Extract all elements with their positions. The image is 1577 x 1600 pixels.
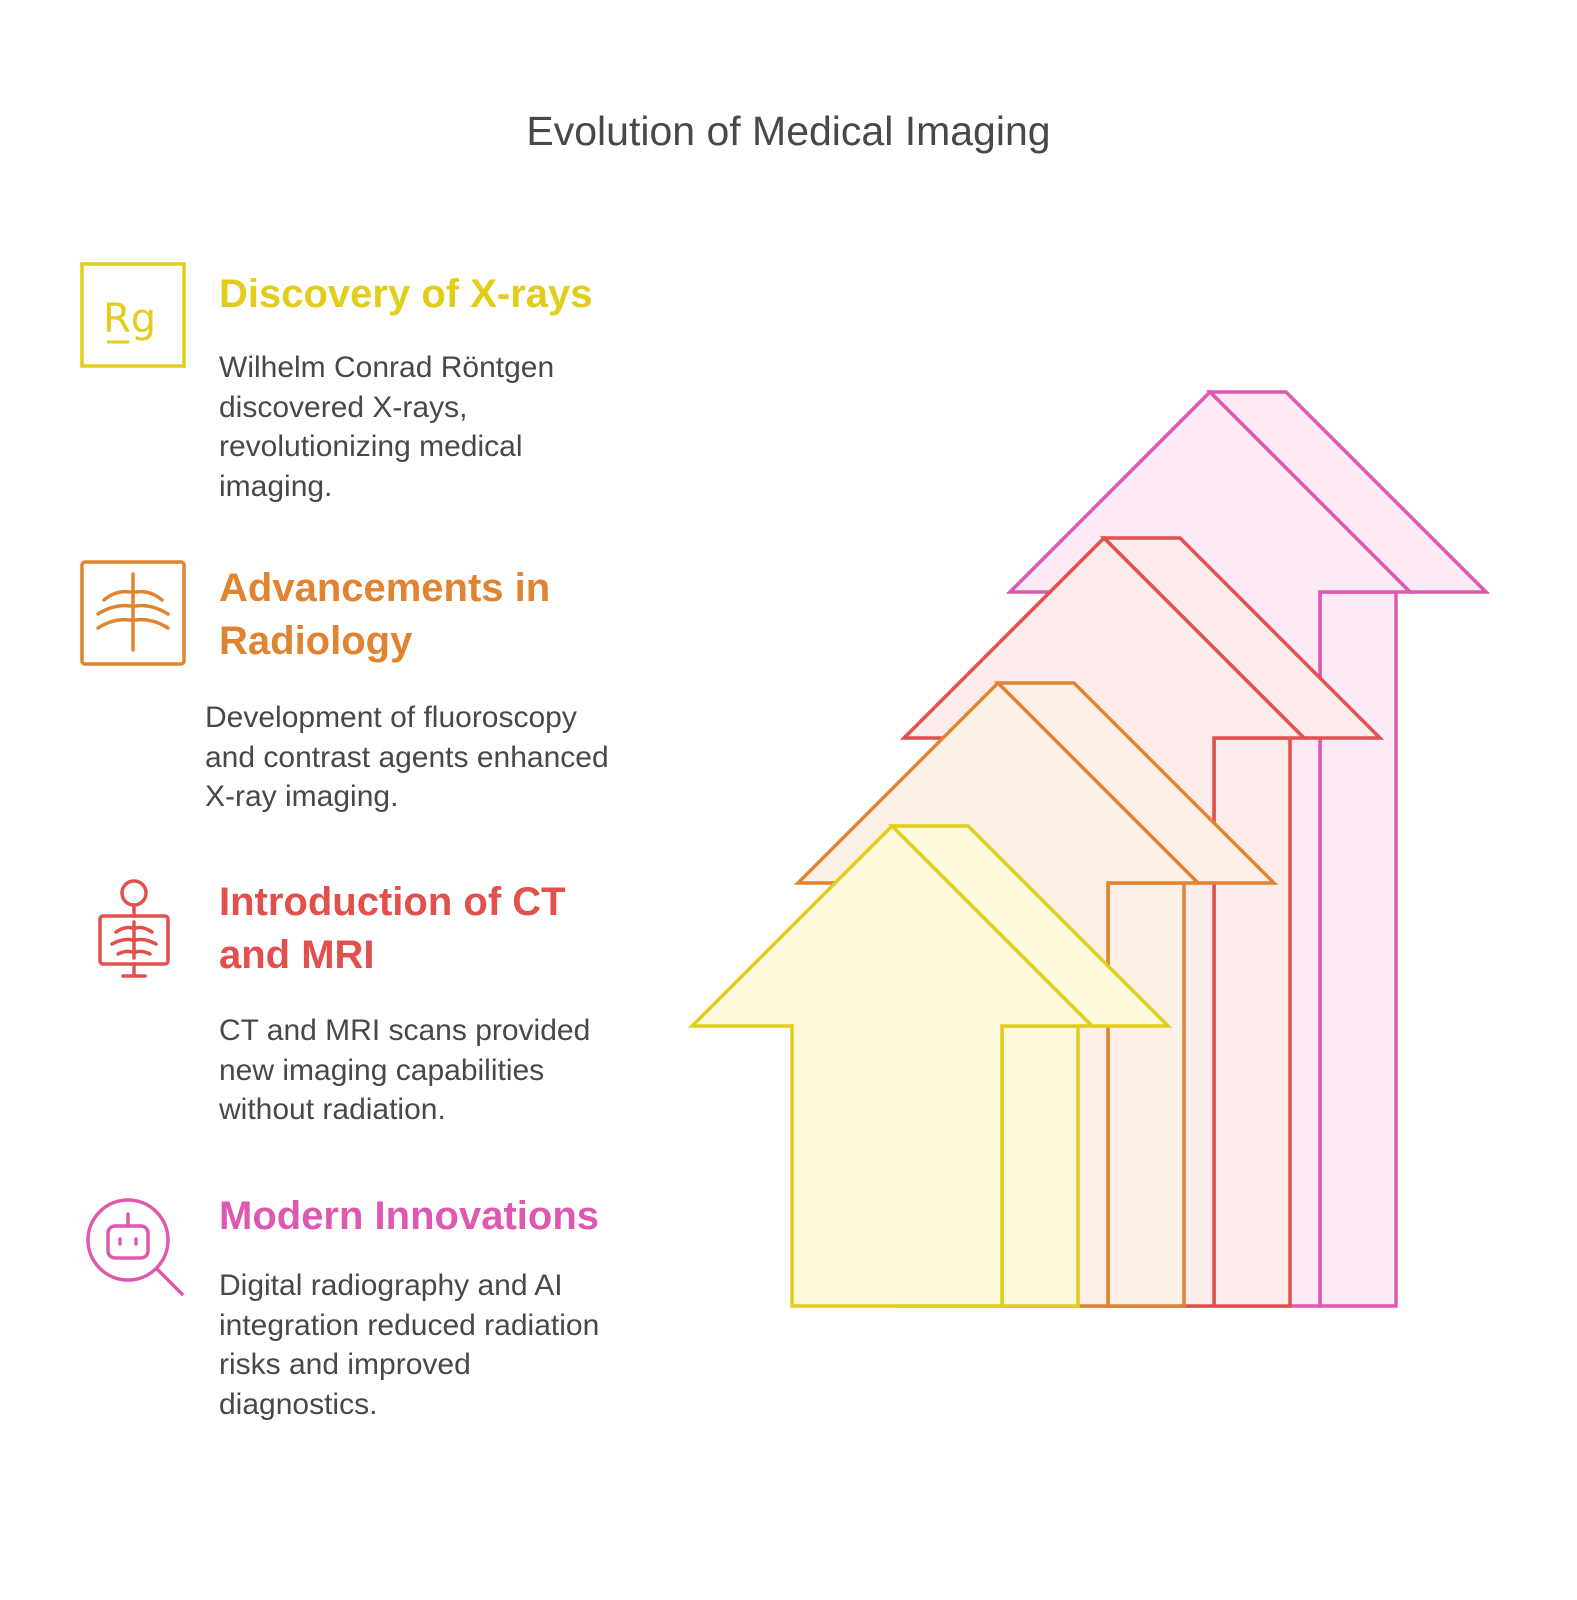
chest-xray-icon — [80, 560, 186, 671]
step-heading-xrays: Discovery of X-rays — [219, 272, 593, 316]
robot-search-icon — [80, 1196, 190, 1311]
svg-text:Rg: Rg — [103, 296, 156, 342]
step-description-modern: Digital radiography and AI integration r… — [219, 1269, 600, 1421]
step-description-radiology: Development of fluoroscopy and contrast … — [205, 701, 609, 813]
step-heading-modern: Modern Innovations — [219, 1194, 599, 1238]
arrow-xrays — [687, 823, 1173, 1308]
step-description-ct-mri: CT and MRI scans provided new imaging ca… — [219, 1014, 591, 1126]
rg-element-icon: Rg — [80, 262, 186, 373]
step-heading-radiology: Advancements in Radiology — [219, 566, 551, 663]
step-description-xrays: Wilhelm Conrad Röntgen discovered X-rays… — [219, 351, 555, 503]
body-scan-icon — [94, 878, 174, 993]
step-heading-ct-mri: Introduction of CT and MRI — [219, 880, 566, 977]
page-title: Evolution of Medical Imaging — [526, 108, 1051, 154]
